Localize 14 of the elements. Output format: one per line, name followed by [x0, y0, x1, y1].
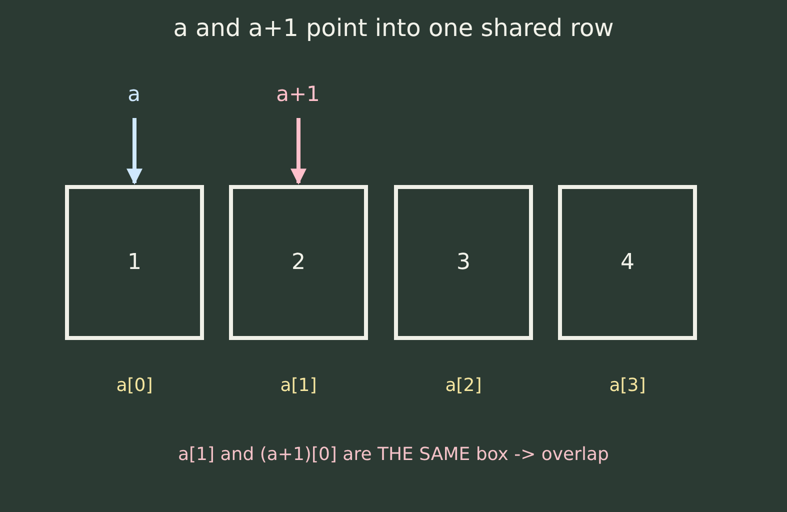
index-label: a[3]: [608, 374, 647, 398]
array-cell: 3: [394, 185, 533, 340]
index-label: a[0]: [115, 374, 154, 398]
pointer-label: a+1: [268, 80, 328, 108]
array-cell: 4: [558, 185, 697, 340]
note-text: a[1] and (a+1)[0] are THE SAME box -> overlap: [177, 443, 610, 467]
arrow: [290, 118, 306, 185]
array-cell: 1: [65, 185, 204, 340]
arrow: [126, 118, 142, 185]
index-label: a[1]: [279, 374, 318, 398]
pointer-label: a: [114, 80, 154, 108]
array-cell: 2: [229, 185, 368, 340]
index-label: a[2]: [444, 374, 483, 398]
diagram-title: a and a+1 point into one shared row: [172, 13, 615, 44]
